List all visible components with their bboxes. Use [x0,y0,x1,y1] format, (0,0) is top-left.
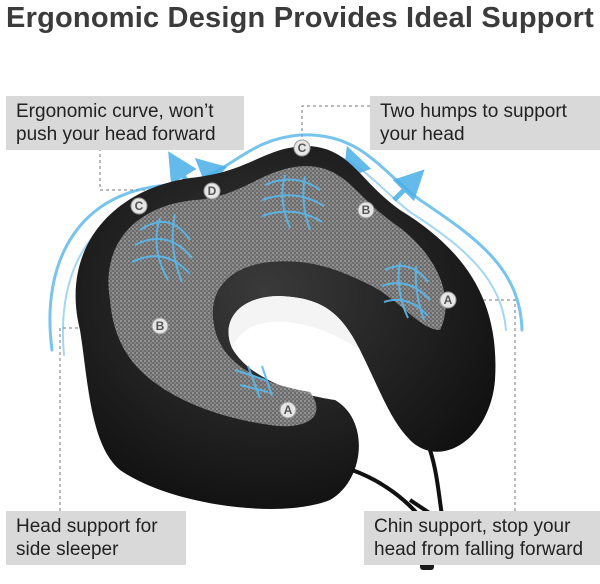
callout-ergonomic-curve: Ergonomic curve, won’t push your head fo… [6,96,244,150]
svg-text:A: A [444,293,453,307]
svg-text:B: B [362,203,371,217]
callout-side-sleeper: Head support for side sleeper [6,511,186,565]
svg-text:C: C [135,199,144,213]
marker-b-right: B [357,201,375,219]
pressure-grid-marks [131,174,431,399]
svg-text:B: B [156,319,165,333]
marker-b-left: B [151,317,169,335]
callout-two-humps: Two humps to support your head [370,96,600,150]
svg-text:D: D [208,184,217,198]
marker-a-bottom: A [279,401,297,419]
marker-a-right: A [439,291,457,309]
callout-chin-support: Chin support, stop your head from fallin… [364,511,600,565]
pillow-body [75,146,496,509]
marker-c-left: C [130,197,148,215]
svg-text:A: A [284,403,293,417]
svg-text:C: C [298,141,307,155]
marker-c-top: C [293,139,311,157]
page-title: Ergonomic Design Provides Ideal Support [6,2,594,34]
marker-d: D [203,182,221,200]
